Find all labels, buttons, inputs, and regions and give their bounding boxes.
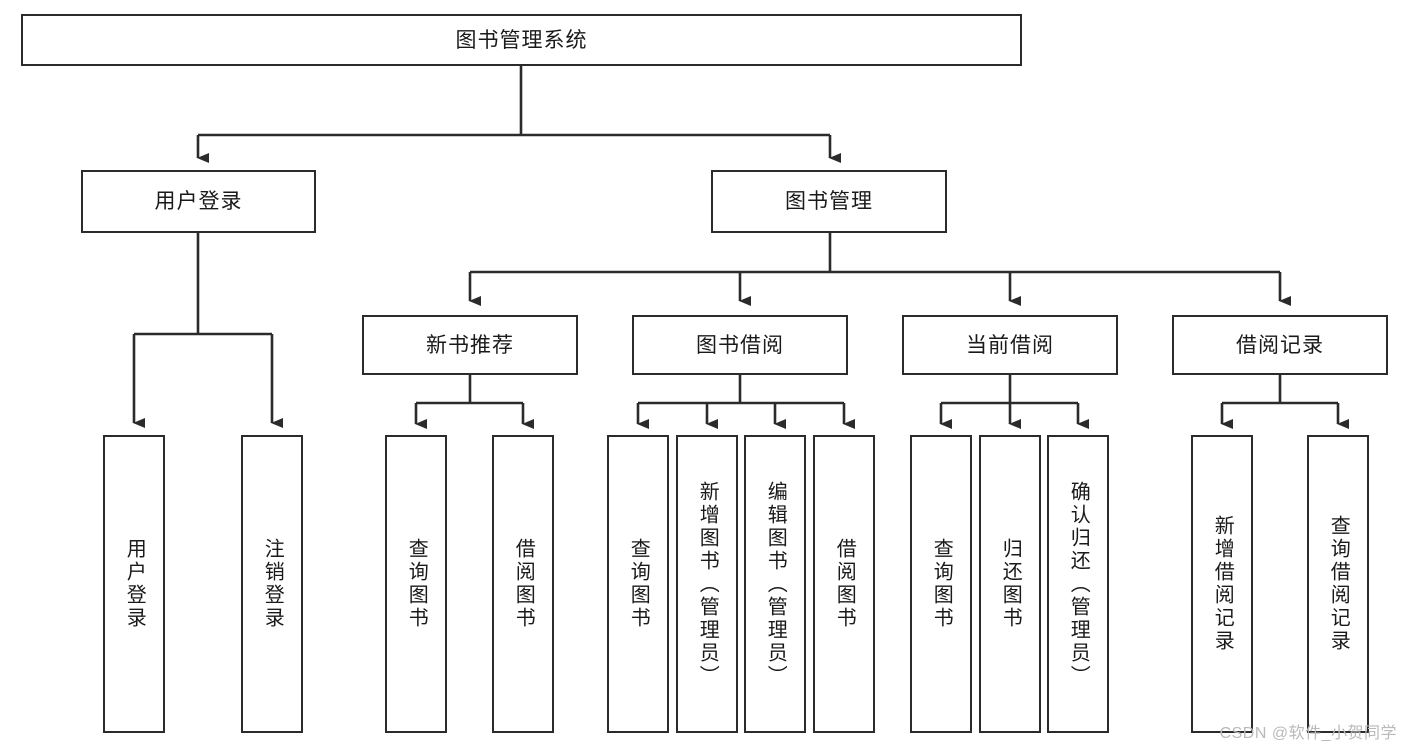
node-leaf-query-book-3[interactable]: 查询图书 — [910, 435, 972, 733]
node-book-borrow[interactable]: 图书借阅 — [632, 315, 848, 375]
node-leaf-edit-book[interactable]: 编辑图书（管理员） — [744, 435, 806, 733]
node-leaf-add-book-label: 新增图书（管理员） — [696, 480, 719, 688]
node-borrow-record-label: 借阅记录 — [1236, 333, 1324, 357]
node-leaf-query-book-1[interactable]: 查询图书 — [385, 435, 447, 733]
node-new-book-recommend-label: 新书推荐 — [426, 333, 514, 357]
node-leaf-add-record-label: 新增借阅记录 — [1211, 515, 1234, 653]
node-new-book-recommend[interactable]: 新书推荐 — [362, 315, 578, 375]
node-leaf-query-record[interactable]: 查询借阅记录 — [1307, 435, 1369, 733]
node-leaf-query-book-3-label: 查询图书 — [930, 538, 953, 630]
node-leaf-borrow-book-2[interactable]: 借阅图书 — [813, 435, 875, 733]
node-leaf-query-book-2[interactable]: 查询图书 — [607, 435, 669, 733]
node-leaf-edit-book-label: 编辑图书（管理员） — [764, 480, 787, 688]
node-leaf-query-record-label: 查询借阅记录 — [1327, 515, 1350, 653]
node-user-login-label: 用户登录 — [154, 190, 243, 213]
node-current-borrow[interactable]: 当前借阅 — [902, 315, 1118, 375]
node-leaf-logout-login-label: 注销登录 — [261, 538, 284, 630]
node-book-manage[interactable]: 图书管理 — [711, 170, 947, 233]
node-book-borrow-label: 图书借阅 — [696, 333, 784, 357]
node-root[interactable]: 图书管理系统 — [21, 14, 1022, 66]
node-leaf-borrow-book-1-label: 借阅图书 — [512, 538, 535, 630]
csdn-watermark: CSDN @软件_小贺同学 — [1219, 725, 1397, 742]
node-book-manage-label: 图书管理 — [785, 190, 873, 213]
node-leaf-return-book[interactable]: 归还图书 — [979, 435, 1041, 733]
node-leaf-query-book-1-label: 查询图书 — [405, 538, 428, 630]
node-leaf-confirm-return-label: 确认归还（管理员） — [1067, 480, 1090, 688]
node-leaf-borrow-book-1[interactable]: 借阅图书 — [492, 435, 554, 733]
node-root-label: 图书管理系统 — [455, 28, 588, 52]
node-leaf-confirm-return[interactable]: 确认归还（管理员） — [1047, 435, 1109, 733]
node-borrow-record[interactable]: 借阅记录 — [1172, 315, 1388, 375]
node-leaf-add-record[interactable]: 新增借阅记录 — [1191, 435, 1253, 733]
node-current-borrow-label: 当前借阅 — [966, 333, 1054, 357]
node-leaf-add-book[interactable]: 新增图书（管理员） — [676, 435, 738, 733]
node-leaf-user-login-label: 用户登录 — [123, 538, 146, 630]
node-leaf-logout-login[interactable]: 注销登录 — [241, 435, 303, 733]
node-leaf-borrow-book-2-label: 借阅图书 — [833, 538, 856, 630]
node-leaf-user-login[interactable]: 用户登录 — [103, 435, 165, 733]
node-user-login[interactable]: 用户登录 — [81, 170, 316, 233]
node-leaf-return-book-label: 归还图书 — [999, 538, 1022, 630]
node-leaf-query-book-2-label: 查询图书 — [627, 538, 650, 630]
